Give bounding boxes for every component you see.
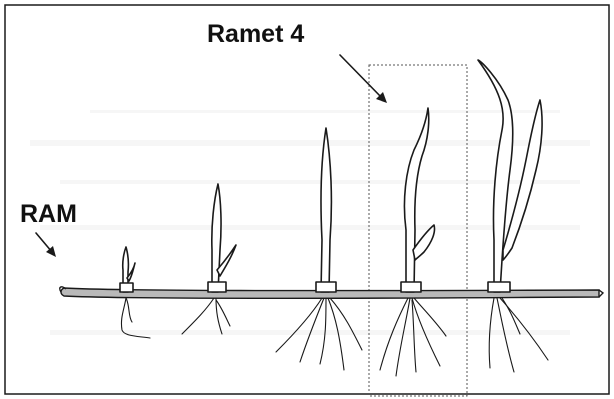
ram-label: RAM <box>20 200 77 228</box>
ramet-label: Ramet 4 <box>207 20 304 48</box>
